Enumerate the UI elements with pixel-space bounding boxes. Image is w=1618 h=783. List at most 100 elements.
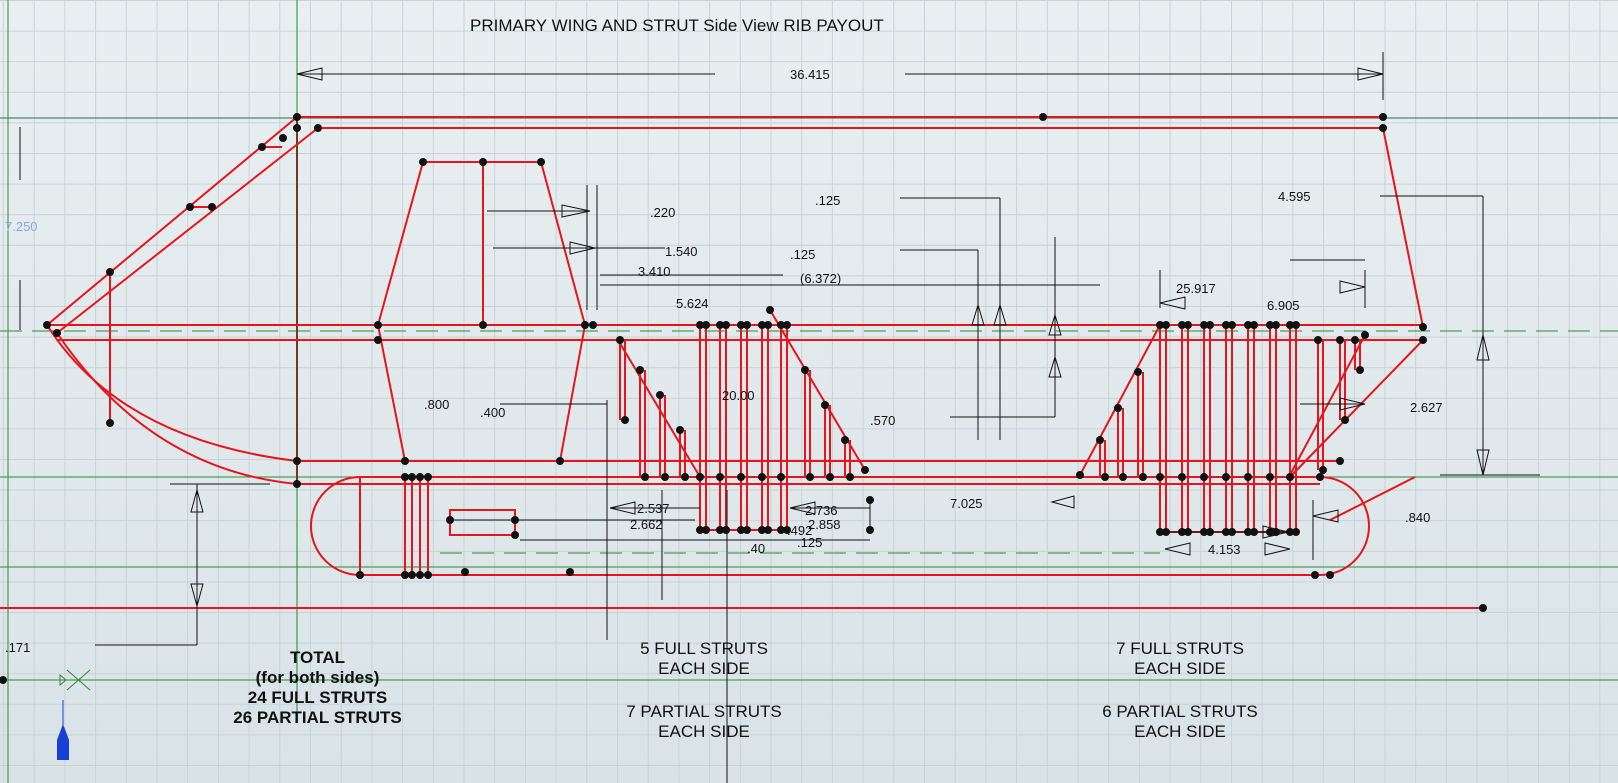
vertex-point	[401, 571, 409, 579]
dim-label: .400	[480, 405, 505, 420]
vertex-point	[1184, 321, 1192, 329]
vertex-point	[1419, 323, 1427, 331]
note-line: EACH SIDE	[1134, 722, 1226, 741]
vertex-point	[1361, 331, 1369, 339]
vertex-point	[1200, 473, 1208, 481]
dim-label: .125	[797, 535, 822, 550]
vertex-point	[676, 426, 684, 434]
vertex-point	[416, 571, 424, 579]
vertex-point	[621, 416, 629, 424]
vertex-point	[401, 457, 409, 465]
dim-label: 5.624	[676, 296, 709, 311]
rib-outline[interactable]	[0, 116, 1483, 609]
vertex-point	[696, 473, 704, 481]
dim-label: .220	[650, 205, 675, 220]
vertex-point	[1134, 368, 1142, 376]
dimension-lines	[19, 52, 1540, 783]
vertex-point	[1156, 528, 1164, 536]
vertex-point	[1119, 473, 1127, 481]
right-group-note: 7 FULL STRUTS EACH SIDE 6 PARTIAL STRUTS…	[1080, 639, 1280, 742]
dim-label: .492	[787, 523, 812, 538]
dim-label: .800	[424, 397, 449, 412]
note-line: EACH SIDE	[658, 659, 750, 678]
strut-group[interactable]	[404, 325, 1361, 575]
vertex-point	[293, 480, 301, 488]
vertex-point	[479, 321, 487, 329]
vertex-point	[1292, 528, 1300, 536]
vertex-point	[743, 321, 751, 329]
dim-label: .125	[815, 193, 840, 208]
dim-label: 2.736	[805, 503, 838, 518]
vertex-point	[1178, 473, 1186, 481]
vertex-point	[758, 473, 766, 481]
dim-label: 4.595	[1278, 189, 1311, 204]
dim-label: .570	[870, 413, 895, 428]
vertex-point	[293, 124, 301, 132]
vertex-point	[43, 321, 51, 329]
vertex-point	[511, 531, 519, 539]
vertex-point	[314, 124, 322, 132]
lower-strut-outline	[310, 476, 1370, 576]
vertex-point	[681, 473, 689, 481]
vertex-point	[1162, 321, 1170, 329]
vertex-point	[806, 473, 814, 481]
vertex-point	[846, 473, 854, 481]
vertex-point	[1336, 457, 1344, 465]
vertex-point	[826, 473, 834, 481]
axis-triad-icon	[0, 669, 91, 760]
vertex-point	[801, 366, 809, 374]
note-line: 6 PARTIAL STRUTS	[1102, 702, 1258, 721]
vertex-point	[1286, 321, 1294, 329]
vertex-point	[1286, 473, 1294, 481]
vertex-point	[479, 158, 487, 166]
vertex-point	[722, 321, 730, 329]
vertex-point	[408, 473, 416, 481]
vertex-point	[743, 526, 751, 534]
vertex-point	[279, 134, 287, 142]
vertex-point	[1351, 336, 1359, 344]
vertex-point	[1336, 336, 1344, 344]
vertex-point	[356, 571, 364, 579]
vertex-point	[777, 321, 785, 329]
vertex-point	[861, 466, 869, 474]
vertex-point	[1316, 473, 1324, 481]
vertex-point	[416, 473, 424, 481]
note-line: 7 FULL STRUTS	[1116, 639, 1244, 658]
dim-overall-length: 36.415	[790, 67, 830, 82]
vertex-point	[1139, 473, 1147, 481]
vertex-point	[424, 571, 432, 579]
vertex-point	[186, 203, 194, 211]
dim-label: 20.00	[722, 388, 755, 403]
vertex-point	[777, 473, 785, 481]
vertex-point	[1266, 321, 1274, 329]
vertex-point	[1101, 473, 1109, 481]
vertex-point	[1379, 113, 1387, 121]
vertex-point	[293, 457, 301, 465]
vertex-point	[1244, 473, 1252, 481]
vertex-point	[764, 321, 772, 329]
vertex-point	[1356, 366, 1364, 374]
vertex-point	[258, 143, 266, 151]
vertex-point	[419, 158, 427, 166]
vertex-point	[1206, 321, 1214, 329]
vertex-point	[1292, 321, 1300, 329]
left-group-note: 5 FULL STRUTS EACH SIDE 7 PARTIAL STRUTS…	[604, 639, 804, 742]
note-line: 7 PARTIAL STRUTS	[626, 702, 782, 721]
vertex-point	[461, 568, 469, 576]
vertex-point	[1319, 466, 1327, 474]
dim-label: .40	[747, 541, 765, 556]
vertex-point	[589, 321, 597, 329]
vertex-point	[1266, 473, 1274, 481]
vertex-point	[401, 473, 409, 481]
vertex-point	[1222, 321, 1230, 329]
vertex-point	[1228, 321, 1236, 329]
dim-height-left: 7.250	[5, 219, 38, 234]
vertex-point	[696, 321, 704, 329]
vertex-point	[1162, 528, 1170, 536]
vertex-point	[758, 526, 766, 534]
vertex-point	[1200, 321, 1208, 329]
dim-label: 2.858	[808, 517, 841, 532]
vertex-point	[737, 321, 745, 329]
vertex-point	[722, 526, 730, 534]
